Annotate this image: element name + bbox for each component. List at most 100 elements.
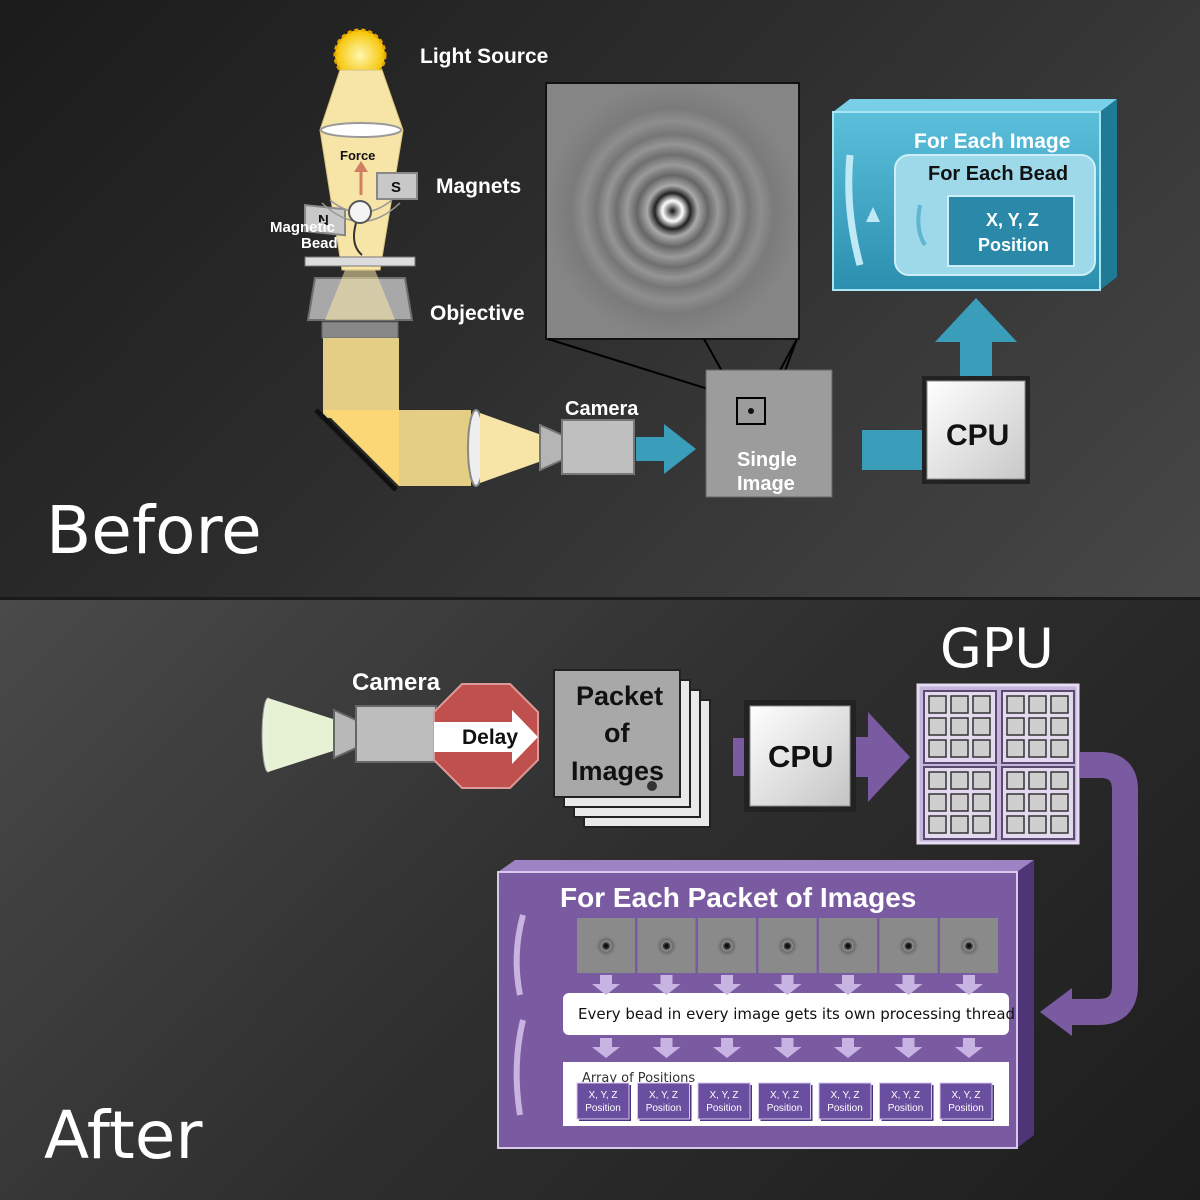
gpu-core bbox=[1050, 695, 1069, 714]
position-card-line-1: X, Y, Z bbox=[588, 1090, 617, 1101]
gpu-core bbox=[1028, 771, 1047, 790]
down-arrows bbox=[592, 975, 983, 1058]
after-title: After bbox=[44, 1097, 203, 1174]
gpu-core bbox=[1050, 739, 1069, 758]
position-card-line-2: Position bbox=[827, 1103, 863, 1114]
gpu-core bbox=[950, 717, 969, 736]
before-position-line-1: X, Y, Z bbox=[986, 210, 1039, 230]
magnetic-bead-label-1: Magnetic bbox=[270, 219, 335, 236]
gpu-core-block bbox=[923, 766, 997, 840]
before-loop-inner-title: For Each Bead bbox=[928, 163, 1068, 185]
before-panel: Light Source Force N S Magnets Magnetic bbox=[0, 0, 1200, 597]
before-cpu-label: CPU bbox=[946, 419, 1009, 452]
packet-of-images-stack bbox=[553, 669, 711, 828]
force-arrow bbox=[354, 161, 368, 195]
down-arrow bbox=[834, 975, 862, 995]
magnetic-bead-label-2: Bead bbox=[301, 235, 338, 252]
position-card-line-2: Position bbox=[585, 1103, 621, 1114]
down-arrow bbox=[773, 1038, 802, 1058]
delay-stop-sign bbox=[433, 683, 539, 789]
single-image bbox=[705, 369, 833, 498]
down-arrow bbox=[652, 1038, 681, 1058]
magnet-s-label: S bbox=[391, 179, 401, 196]
sun-icon bbox=[333, 28, 387, 82]
after-camera-label: Camera bbox=[352, 669, 441, 696]
single-image-label-1: Single bbox=[737, 449, 797, 471]
position-card: X, Y, Z Position bbox=[576, 1082, 631, 1121]
gpu-core bbox=[972, 793, 991, 812]
gpu-core bbox=[950, 815, 969, 834]
gpu-core bbox=[1028, 695, 1047, 714]
gpu-core bbox=[1050, 793, 1069, 812]
packet-label-1: Packet bbox=[576, 681, 663, 711]
position-card-line-1: X, Y, Z bbox=[709, 1090, 738, 1101]
magnets-label: Magnets bbox=[436, 175, 521, 198]
before-camera-label: Camera bbox=[565, 398, 639, 420]
gpu-core bbox=[1028, 793, 1047, 812]
after-camera-icon bbox=[333, 705, 437, 763]
slide bbox=[304, 256, 416, 267]
bead-tiles bbox=[577, 918, 998, 973]
arrow-gpu-to-loop bbox=[1040, 752, 1138, 1036]
after-diagram: Camera Delay Packet of Images CPU bbox=[44, 617, 1138, 1174]
position-card: X, Y, Z Position bbox=[818, 1082, 873, 1121]
down-arrow bbox=[894, 975, 923, 995]
position-card: X, Y, Z Position bbox=[697, 1082, 752, 1121]
position-card-line-2: Position bbox=[706, 1103, 742, 1114]
gpu-core-block bbox=[1001, 690, 1075, 764]
down-arrow bbox=[592, 1038, 620, 1058]
bead-image-tile bbox=[637, 918, 696, 973]
gpu-core bbox=[928, 695, 947, 714]
bead-image-tile bbox=[577, 918, 635, 973]
position-card-line-2: Position bbox=[767, 1103, 803, 1114]
delay-label: Delay bbox=[462, 726, 518, 749]
bead-dot bbox=[748, 408, 754, 414]
down-arrow bbox=[955, 975, 983, 995]
gpu-core bbox=[950, 695, 969, 714]
gpu-core bbox=[928, 815, 947, 834]
gpu-core bbox=[1028, 717, 1047, 736]
position-card-line-2: Position bbox=[646, 1103, 682, 1114]
gpu-core bbox=[928, 739, 947, 758]
position-card-line-2: Position bbox=[888, 1103, 924, 1114]
down-arrow bbox=[713, 1038, 741, 1058]
bead-image-tile bbox=[758, 918, 817, 973]
bead-image-tile bbox=[698, 918, 756, 973]
gpu-core bbox=[928, 793, 947, 812]
down-arrow bbox=[652, 975, 681, 995]
bead-image-tile bbox=[879, 918, 938, 973]
gpu-core bbox=[950, 739, 969, 758]
magnetic-bead bbox=[348, 200, 372, 256]
position-card-line-1: X, Y, Z bbox=[830, 1090, 859, 1101]
gpu-core bbox=[1006, 695, 1025, 714]
zoomed-bead-image bbox=[545, 82, 800, 340]
gpu-core bbox=[1006, 739, 1025, 758]
before-title: Before bbox=[46, 492, 262, 569]
magnet-s: S bbox=[376, 172, 418, 200]
gpu-core bbox=[928, 771, 947, 790]
position-card-line-2: Position bbox=[948, 1103, 984, 1114]
gpu-core bbox=[1028, 815, 1047, 834]
gpu-chip bbox=[916, 683, 1080, 845]
position-card: X, Y, Z Position bbox=[879, 1082, 934, 1121]
position-card-line-1: X, Y, Z bbox=[770, 1090, 799, 1101]
gpu-core bbox=[950, 793, 969, 812]
magnet-n-label: N bbox=[318, 212, 329, 229]
bead-image-tile bbox=[819, 918, 877, 973]
gpu-core bbox=[1028, 739, 1047, 758]
light-path bbox=[314, 338, 550, 492]
camera-icon bbox=[539, 419, 635, 475]
after-light-cone bbox=[261, 697, 336, 773]
down-arrow bbox=[894, 1038, 923, 1058]
gpu-core bbox=[1006, 793, 1025, 812]
gpu-core bbox=[1050, 717, 1069, 736]
gpu-core bbox=[972, 771, 991, 790]
gpu-core bbox=[1050, 815, 1069, 834]
light-source-label: Light Source bbox=[420, 45, 548, 68]
gpu-core-block bbox=[1001, 766, 1075, 840]
arrow-cpu-to-loop bbox=[935, 298, 1017, 376]
position-card-line-1: X, Y, Z bbox=[891, 1090, 920, 1101]
arrow-cpu-to-gpu bbox=[856, 712, 910, 802]
